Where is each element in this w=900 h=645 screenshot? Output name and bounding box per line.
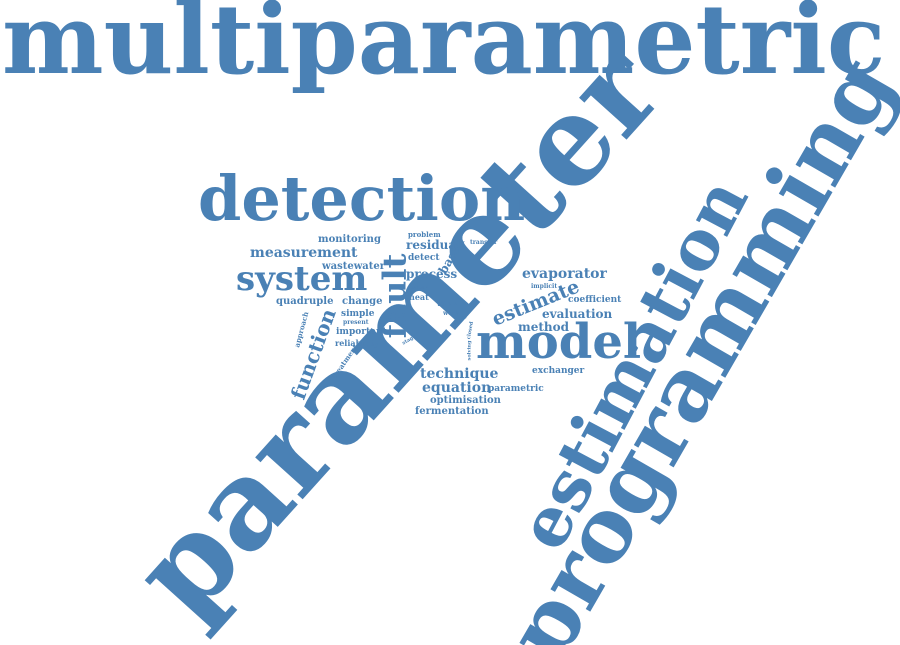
word-safety: safety — [411, 285, 428, 291]
word-method: method — [518, 320, 569, 334]
word-model: model — [476, 314, 642, 370]
word-change: change — [342, 296, 383, 307]
word-system: system — [236, 259, 368, 299]
word-technique: technique — [420, 366, 499, 382]
word-important: important — [336, 327, 387, 337]
word-process: process — [406, 267, 458, 281]
word-problem: problem — [408, 230, 441, 239]
word-solving: solving — [466, 340, 473, 361]
word-residual: residual — [406, 238, 461, 252]
word-wastewater: wastewater — [322, 261, 386, 272]
word-detection: detection — [198, 162, 526, 235]
word-work: work — [443, 310, 460, 317]
word-multiparametric: multiparametric — [2, 0, 886, 96]
word-monitoring: monitoring — [318, 234, 381, 245]
word-reliability: reliability — [335, 338, 379, 348]
word-parametric: parametric — [488, 384, 544, 394]
word-transfer: transfer — [470, 239, 498, 246]
word-detect: detect — [408, 253, 440, 263]
word-simple: simple — [341, 309, 375, 319]
word-quadruple: quadruple — [276, 296, 334, 307]
word-exchanger: exchanger — [532, 366, 585, 376]
word-equation: equation — [422, 380, 492, 396]
word-evaluation: evaluation — [542, 307, 613, 321]
word-optimisation: optimisation — [430, 395, 501, 406]
word-measurement: measurement — [250, 245, 358, 261]
word-present: present — [343, 319, 369, 326]
word-implicit: implicit — [531, 283, 558, 290]
word-tank: tank — [437, 298, 458, 308]
word-heat: heat — [409, 292, 429, 302]
word-evaporator: evaporator — [522, 266, 607, 282]
word-fermentation: fermentation — [415, 406, 489, 417]
word-coefficient: coefficient — [568, 295, 622, 305]
